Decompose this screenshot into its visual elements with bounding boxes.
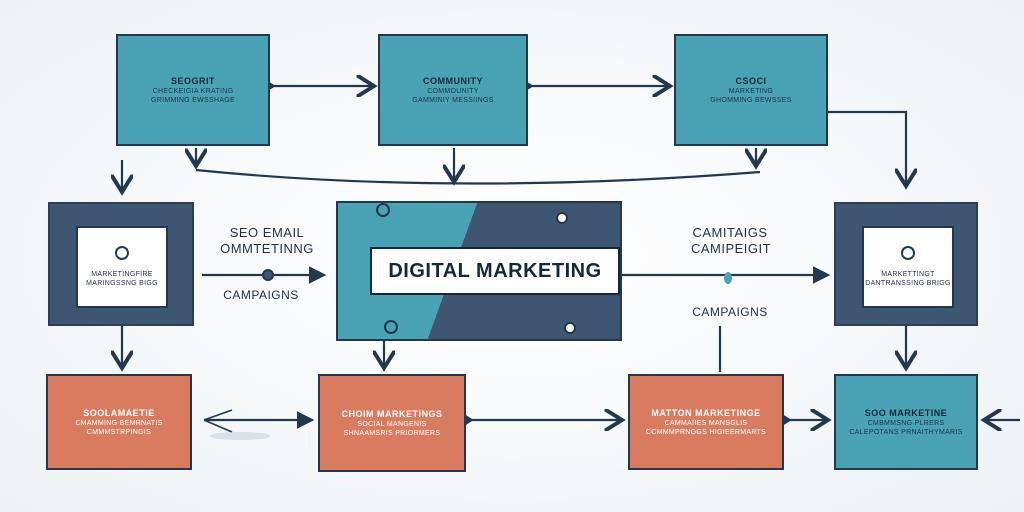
label-camipeigit: CAMIPEIGIT <box>690 241 772 256</box>
bottom-box-3[interactable]: MATTON MARKETINGE CAMMAIIES MANSGLIS CCM… <box>628 374 784 470</box>
top-box-social[interactable]: CSOCI MARKETING GHOMMING BEWSSES <box>674 34 828 146</box>
top-box-community-title: COMMUNITY <box>423 75 483 86</box>
chevron-shadow <box>210 432 270 440</box>
circle-icon <box>115 246 129 260</box>
network-node-2 <box>556 212 568 224</box>
side-box-right-card: MARKETTINGT DANTRANSSING BRIGG <box>862 226 954 308</box>
bottom-box-3-title: MATTON MARKETINGE <box>651 407 761 418</box>
bottom-box-3-line2: CCMMMPRNGGS HIGIEERMARTS <box>645 428 767 436</box>
bottom-box-2[interactable]: CHOIM MARKETINGS SOCIAL MANGENIS SHNAAMS… <box>318 374 466 472</box>
top-box-seo[interactable]: SEOGRIT CHECKEIGIA KRATING GRIMMING EWSS… <box>116 34 270 146</box>
bottom-box-3-line1: CAMMAIIES MANSGLIS <box>664 419 748 427</box>
top-box-social-line2: GHOMMING BEWSSES <box>710 96 792 104</box>
bottom-box-1[interactable]: SOOLAMAETIE CMAMMING BEMRNATIS CMMMSTRPI… <box>46 374 192 470</box>
network-node-4 <box>564 322 576 334</box>
top-box-social-title: CSOCI <box>735 75 767 86</box>
side-box-right[interactable]: MARKETTINGT DANTRANSSING BRIGG <box>834 202 978 326</box>
top-box-community-line1: COMMOUNITY <box>427 87 479 95</box>
top-box-seo-line2: GRIMMING EWSSHAGE <box>150 96 236 104</box>
bottom-box-4-line1: CMBMMSNG PLRERS <box>867 419 945 427</box>
bottom-box-2-title: CHOIM MARKETINGS <box>341 408 443 419</box>
side-box-right-line1: MARKETTINGT <box>881 271 935 278</box>
side-box-left-card: MARKETINGFIRE MARINGSSNG BIGG <box>76 226 168 308</box>
label-campaigns-left: CAMPAIGNS <box>223 288 299 302</box>
circle-icon <box>901 246 915 260</box>
network-node-3 <box>384 320 398 334</box>
center-label: DIGITAL MARKETING <box>370 247 620 295</box>
bottom-box-2-line1: SOCIAL MANGENIS <box>357 420 427 428</box>
bottom-box-1-line1: CMAMMING BEMRNATIS <box>75 419 163 427</box>
bottom-box-4-line2: CALEPOTANS PRNAITHYMARIS <box>849 428 963 436</box>
connector-right-elbow <box>828 110 906 186</box>
side-box-left-line1: MARKETINGFIRE <box>91 271 153 278</box>
bottom-box-2-line2: SHNAAMSRIS PRIORMERS <box>343 429 441 437</box>
connector-node-left <box>262 269 274 281</box>
network-node-1 <box>376 203 390 217</box>
label-seo-email: SEO EMAIL <box>229 225 305 240</box>
top-box-community-line2: GAMMINIY MESSIINGS <box>412 96 494 104</box>
label-camitaigs: CAMITAIGS <box>692 225 768 240</box>
side-box-right-line2: DANTRANSSING BRIGG <box>865 280 951 287</box>
top-box-social-line1: MARKETING <box>728 87 774 95</box>
connector-node-right <box>724 272 732 284</box>
arrow-bottom-chevron <box>203 409 233 433</box>
top-box-seo-title: SEOGRIT <box>170 75 215 86</box>
side-box-left-line2: MARINGSSNG BIGG <box>86 280 158 287</box>
label-ommtetinng: OMMTETINNG <box>220 241 314 256</box>
top-box-community[interactable]: COMMUNITY COMMOUNITY GAMMINIY MESSIINGS <box>378 34 528 146</box>
connector-merge <box>195 168 761 185</box>
bottom-box-1-line2: CMMMSTRPINGIS <box>86 428 152 436</box>
bottom-box-4[interactable]: SOO MARKETINE CMBMMSNG PLRERS CALEPOTANS… <box>834 374 978 470</box>
side-box-left[interactable]: MARKETINGFIRE MARINGSSNG BIGG <box>48 202 194 326</box>
bottom-box-1-title: SOOLAMAETIE <box>83 407 155 418</box>
bottom-box-4-title: SOO MARKETINE <box>864 407 948 418</box>
label-campaigns-right: CAMPAIGNS <box>692 305 768 319</box>
center-digital-marketing[interactable]: DIGITAL MARKETING <box>336 201 622 341</box>
top-box-seo-line1: CHECKEIGIA KRATING <box>152 87 234 95</box>
